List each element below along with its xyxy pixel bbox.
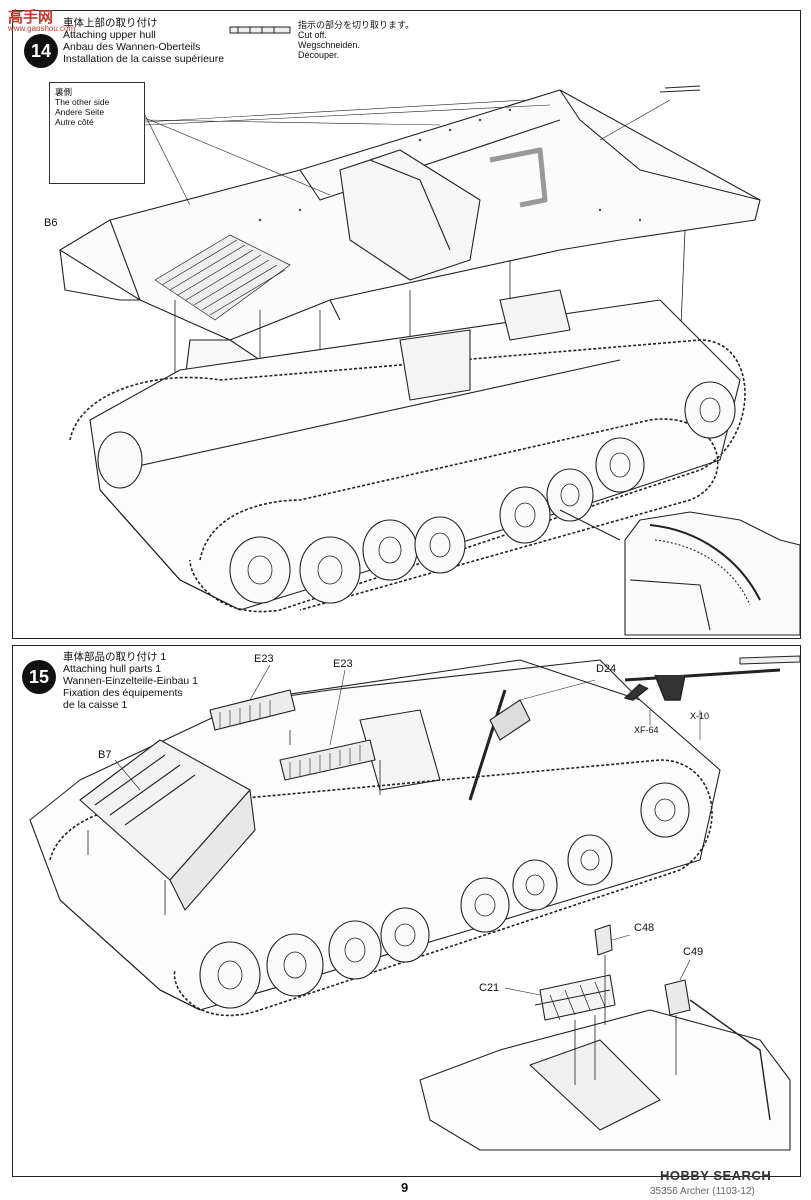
other-side-note: 裏側 The other side Andere Seite Autre côt… — [49, 82, 145, 184]
title-de: Anbau des Wannen-Oberteils — [63, 41, 201, 53]
watermark-logo-left: 高手网 — [8, 9, 54, 26]
cut-off-note: 指示の部分を切り取ります。 Cut off. Wegschneiden. Déc… — [298, 20, 414, 60]
cut-note-en: Cut off. — [298, 30, 327, 40]
upper-hull-drawing — [59, 89, 761, 480]
paint-label-x10: X-10 — [690, 711, 710, 721]
step14-panel — [12, 10, 801, 639]
title-ja: 車体部品の取り付け 1 — [63, 651, 167, 663]
part-label-b6: B6 — [44, 217, 58, 229]
step15-detail-inset — [419, 924, 791, 1151]
paint-label-xf64: XF-64 — [634, 725, 659, 735]
page-number: 9 — [401, 1180, 409, 1195]
other-side-fr: Autre côté — [55, 117, 94, 127]
step-number-badge: 14 — [24, 34, 58, 68]
part-label-c49: C49 — [683, 946, 704, 958]
part-label-b7: B7 — [98, 749, 112, 761]
other-side-en: The other side — [55, 97, 110, 107]
title-en: Attaching upper hull — [63, 29, 156, 41]
step15-panel — [12, 645, 801, 1177]
part-label-e23: E23 — [333, 658, 353, 670]
title-fr-line1: Fixation des équipements — [63, 687, 183, 699]
step14-title: 車体上部の取り付け Attaching upper hull Anbau des… — [63, 17, 224, 65]
title-de: Wannen-Einzelteile-Einbau 1 — [63, 675, 199, 687]
other-side-de: Andere Seite — [55, 107, 105, 117]
title-fr: Installation de la caisse supérieure — [63, 53, 225, 65]
cut-note-de: Wegschneiden. — [298, 40, 360, 50]
step-number-badge: 15 — [22, 660, 56, 694]
step15-title: 車体部品の取り付け 1 Attaching hull parts 1 Wanne… — [63, 651, 198, 711]
watermark-url-left: www.gaoshou.com — [8, 24, 76, 33]
title-en: Attaching hull parts 1 — [63, 663, 162, 675]
watermark-logo-right: HOBBY SEARCH — [660, 1168, 772, 1183]
step14-detail-inset — [559, 509, 801, 636]
footer-code: 35356 Archer (1103-12) — [650, 1186, 755, 1197]
part-label-d24: D24 — [596, 663, 617, 675]
part-label-c48: C48 — [634, 922, 655, 934]
lower-hull-drawing — [69, 289, 746, 613]
step15-hull-drawing — [29, 659, 781, 1017]
cut-note-ja: 指示の部分を切り取ります。 — [298, 20, 415, 30]
title-fr-line2: de la caisse 1 — [63, 699, 128, 711]
other-side-ja: 裏側 — [55, 87, 73, 97]
cut-note-fr: Découper. — [298, 50, 340, 60]
part-label-c21: C21 — [479, 982, 500, 994]
title-ja: 車体上部の取り付け — [63, 17, 158, 29]
part-label-e23: E23 — [254, 653, 274, 665]
